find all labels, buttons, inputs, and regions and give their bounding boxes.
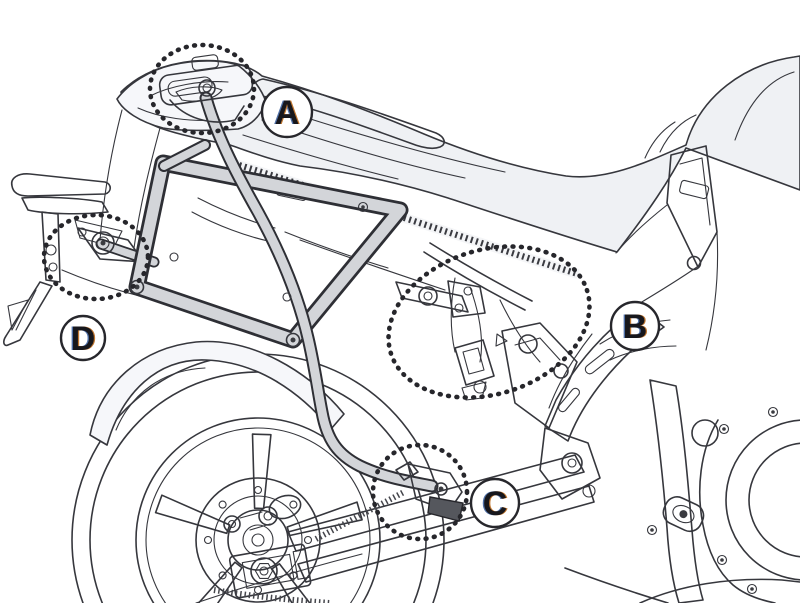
lower-rear-bracket [395,461,464,522]
seat-latch-2 [679,179,710,200]
shock-linkage [395,280,508,401]
callout-c-letter-fringe: C [484,485,509,523]
callout-d-letter-fringe: D [69,320,94,358]
tank-highlight-line [734,71,795,141]
oil-filler-cap [662,496,705,533]
callout-a: A A A [147,42,314,139]
callout-c-letter-fringe: C [481,485,506,523]
rear-fender [89,340,345,446]
swingarm [195,454,595,603]
turn-signal [3,281,53,347]
callout-b: B B B [386,244,661,400]
swingarm-pivot [539,427,601,500]
callout-c-badge [469,477,521,529]
callout-a-letter: A [275,94,300,132]
front-pivot-bolt [91,231,115,255]
engine-cases [564,406,800,603]
drive-chain-upper [314,489,406,542]
callout-b-letter: B [623,308,648,346]
dotted-circle-b [386,244,592,400]
brake-caliper [223,494,302,533]
dotted-circle-c [370,442,470,542]
frame-downtube [649,379,704,603]
callout-d: D D D [41,212,151,362]
callout-b-badge [609,300,661,352]
callout-d-letter: D [71,320,96,358]
seat-rail-ribbed-band [227,157,580,279]
callout-a-letter-fringe: A [276,94,301,132]
dotted-circle-a [147,42,257,136]
side-case-rack [77,54,464,522]
callout-c-letter: C [483,485,508,523]
motorcycle-illustration [3,55,800,603]
callout-b-letter-fringe: B [624,308,649,346]
callouts: A A A B B B C C C D D D [41,42,661,542]
callout-d-letter-fringe: D [72,320,97,358]
dotted-circle-d [41,212,151,302]
callout-a-letter-fringe: A [273,94,298,132]
top-mount [158,64,254,106]
callout-a-badge [260,85,314,139]
frame-spar [544,306,665,442]
top-mount-bolt [198,79,216,97]
callout-d-badge [59,314,107,362]
callout-c: C C C [370,442,521,542]
callout-b-letter-fringe: B [621,308,646,346]
footpeg-hanger [501,322,578,429]
